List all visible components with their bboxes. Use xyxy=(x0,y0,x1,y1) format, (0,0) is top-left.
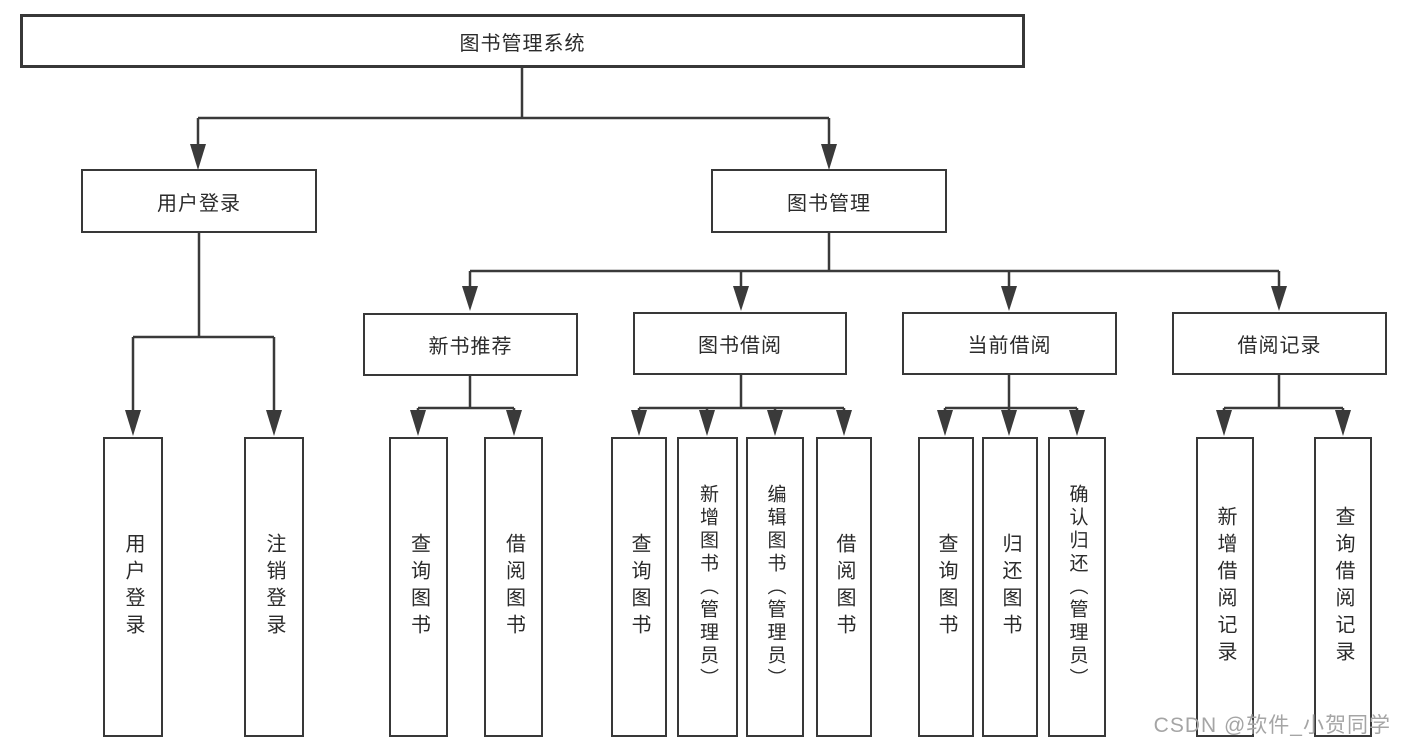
leaf-label: 注销登录 xyxy=(263,533,285,641)
node-label: 图书借阅 xyxy=(698,335,782,357)
node-label: 图书管理 xyxy=(787,192,871,215)
node-label: 用户登录 xyxy=(157,192,241,215)
csdn-watermark: CSDN @软件_小贺同学 xyxy=(1153,714,1391,737)
leaf-label: 查询图书 xyxy=(628,533,650,641)
node-new-book-recommend: 新书推荐 xyxy=(363,313,578,376)
leaf-label: 查询借阅记录 xyxy=(1332,506,1354,668)
leaf-borrow-books-1: 借阅图书 xyxy=(484,437,543,737)
edge-root-to-level2 xyxy=(190,68,837,170)
node-book-management: 图书管理 xyxy=(711,169,947,233)
edge-borrow-records-to-leaves xyxy=(1216,375,1351,436)
leaf-confirm-return-admin: 确认归还（管理员） xyxy=(1048,437,1106,737)
leaf-label: 归还图书 xyxy=(999,533,1021,641)
node-label: 新书推荐 xyxy=(428,336,513,358)
node-current-borrowing: 当前借阅 xyxy=(902,312,1117,375)
leaf-label: 查询图书 xyxy=(935,533,957,641)
leaf-edit-books-admin: 编辑图书（管理员） xyxy=(746,437,804,737)
edge-book-mgmt-to-level3 xyxy=(462,233,1287,311)
leaf-label: 用户登录 xyxy=(122,533,144,641)
leaf-query-books-3: 查询图书 xyxy=(918,437,974,737)
node-label: 借阅记录 xyxy=(1237,335,1322,357)
leaf-label: 借阅图书 xyxy=(833,533,855,641)
leaf-logout: 注销登录 xyxy=(244,437,304,737)
edge-current-borrow-to-leaves xyxy=(937,375,1085,436)
leaf-query-books-2: 查询图书 xyxy=(611,437,667,737)
leaf-label: 借阅图书 xyxy=(502,533,525,641)
leaf-add-borrow-record: 新增借阅记录 xyxy=(1196,437,1254,737)
leaf-add-books-admin: 新增图书（管理员） xyxy=(677,437,738,737)
leaf-label: 新增图书（管理员） xyxy=(697,483,718,691)
leaf-label: 确认归还（管理员） xyxy=(1066,483,1088,691)
leaf-borrow-books-2: 借阅图书 xyxy=(816,437,872,737)
node-label: 当前借阅 xyxy=(967,335,1052,357)
leaf-user-login: 用户登录 xyxy=(103,437,163,737)
edge-new-books-to-leaves xyxy=(410,376,522,436)
node-user-login: 用户登录 xyxy=(81,169,317,233)
leaf-query-books-1: 查询图书 xyxy=(389,437,448,737)
edge-book-borrow-to-leaves xyxy=(631,375,852,436)
leaf-query-borrow-record: 查询借阅记录 xyxy=(1314,437,1372,737)
leaf-return-books: 归还图书 xyxy=(982,437,1038,737)
leaf-label: 查询图书 xyxy=(407,533,430,641)
node-borrow-records: 借阅记录 xyxy=(1172,312,1387,375)
leaf-label: 编辑图书（管理员） xyxy=(764,483,786,691)
node-root-system: 图书管理系统 xyxy=(20,14,1025,68)
leaf-label: 新增借阅记录 xyxy=(1214,506,1236,668)
node-label: 图书管理系统 xyxy=(459,32,586,55)
node-book-borrowing: 图书借阅 xyxy=(633,312,847,375)
edge-user-login-to-leaves xyxy=(125,233,282,436)
